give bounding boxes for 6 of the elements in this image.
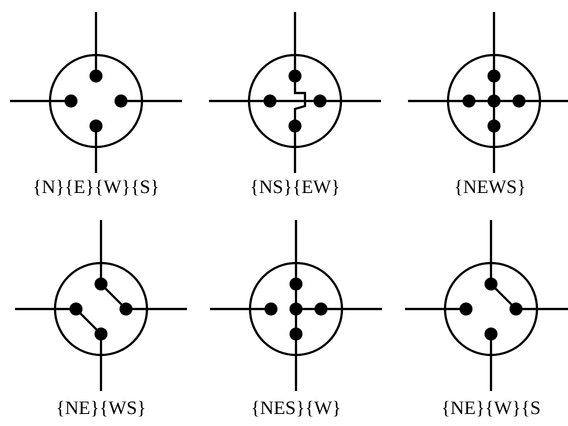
symbol-caption: {N}{E}{W}{S} [32, 177, 160, 199]
symbol-caption: {NES}{W} [250, 398, 342, 420]
symbol-caption: {NE}{WS} [56, 398, 146, 420]
symbol-caption: {NEWS} [454, 177, 526, 199]
symbol-caption: {NE}{W}{S [441, 398, 541, 420]
symbol-caption: {NS}{EW} [250, 177, 340, 199]
